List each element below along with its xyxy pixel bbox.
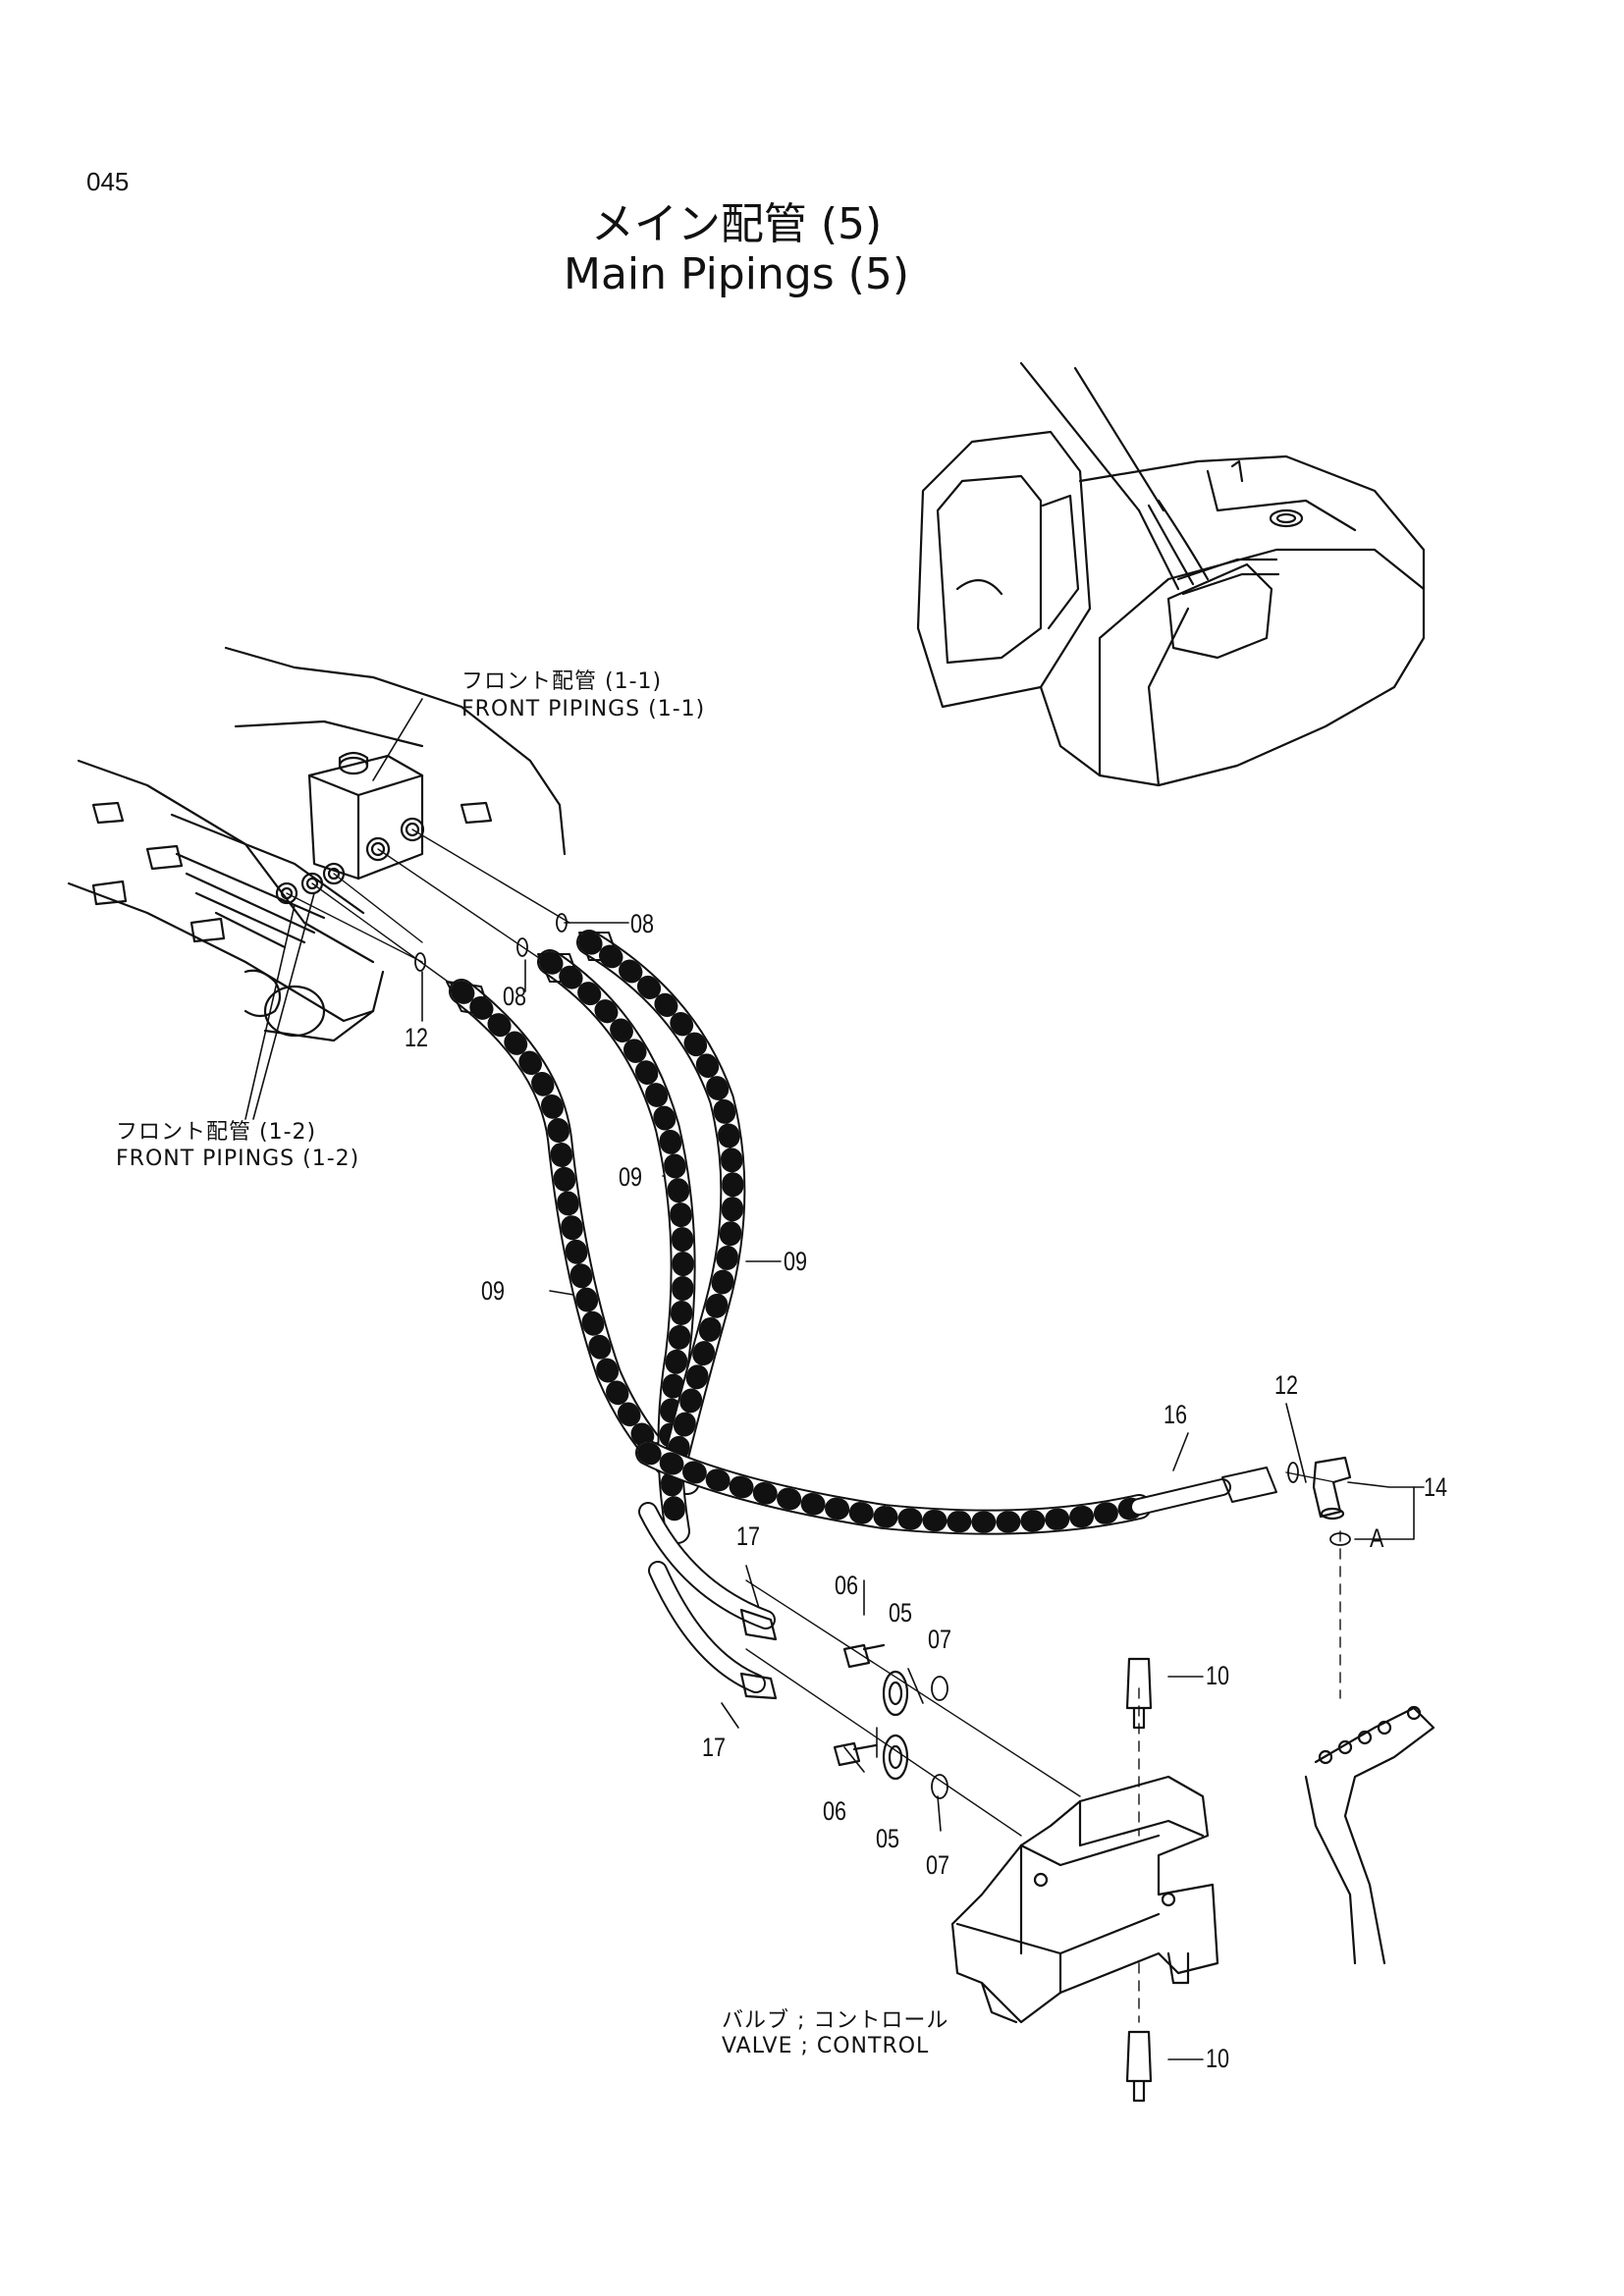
callout-control-valve-jp: バルブ ; コントロール (722, 2008, 949, 2033)
hoses-17 (638, 1502, 778, 1700)
part-label-09: 09 (481, 1276, 506, 1306)
hoses-09 (446, 930, 746, 1544)
part-label-05: 05 (876, 1824, 900, 1853)
part-label-16: 16 (1164, 1400, 1188, 1429)
part-label-06: 06 (835, 1571, 859, 1600)
elbow-fitting (1312, 1456, 1352, 1521)
hose-16 (635, 1440, 1277, 1535)
part-label-05: 05 (889, 1598, 913, 1628)
part-label-06: 06 (823, 1796, 847, 1826)
part-label-08: 08 (503, 982, 527, 1011)
callout-front-pipings-1-1-jp: フロント配管 (1-1) (461, 669, 663, 694)
page-number: 045 (86, 167, 130, 196)
leader-lines (244, 698, 1425, 2060)
callout-front-pipings-1-1-en: FRONT PIPINGS (1-1) (461, 697, 706, 721)
part-label-14: 14 (1424, 1472, 1448, 1502)
title-japanese: メイン配管 (5) (590, 199, 883, 249)
part-label-17: 17 (736, 1522, 761, 1551)
part-label-07: 07 (926, 1850, 950, 1880)
callout-front-pipings-1-2-en: FRONT PIPINGS (1-2) (116, 1147, 360, 1171)
excavator-inset-drawing (916, 361, 1426, 787)
part-label-a: A (1370, 1523, 1384, 1553)
assembly-lines (286, 828, 1341, 2023)
control-valve-drawing (950, 1657, 1219, 2103)
boom-drawing (67, 646, 567, 1042)
part-label-08: 08 (630, 909, 655, 938)
part-label-10: 10 (1206, 2044, 1230, 2073)
callout-control-valve-en: VALVE ; CONTROL (722, 2034, 930, 2058)
part-label-10: 10 (1206, 1661, 1230, 1690)
part-label-09: 09 (784, 1247, 808, 1276)
o-rings (414, 913, 1351, 1799)
part-label-12: 12 (405, 1023, 429, 1052)
part-label-07: 07 (928, 1625, 952, 1654)
right-pipe-drawing (1304, 1705, 1435, 1965)
part-label-17: 17 (702, 1733, 727, 1762)
title-english: Main Pipings (5) (563, 249, 910, 299)
part-label-12: 12 (1274, 1370, 1299, 1400)
callout-front-pipings-1-2-jp: フロント配管 (1-2) (116, 1120, 317, 1145)
flanges-and-bolts (833, 1643, 909, 1781)
part-label-09: 09 (619, 1162, 643, 1192)
